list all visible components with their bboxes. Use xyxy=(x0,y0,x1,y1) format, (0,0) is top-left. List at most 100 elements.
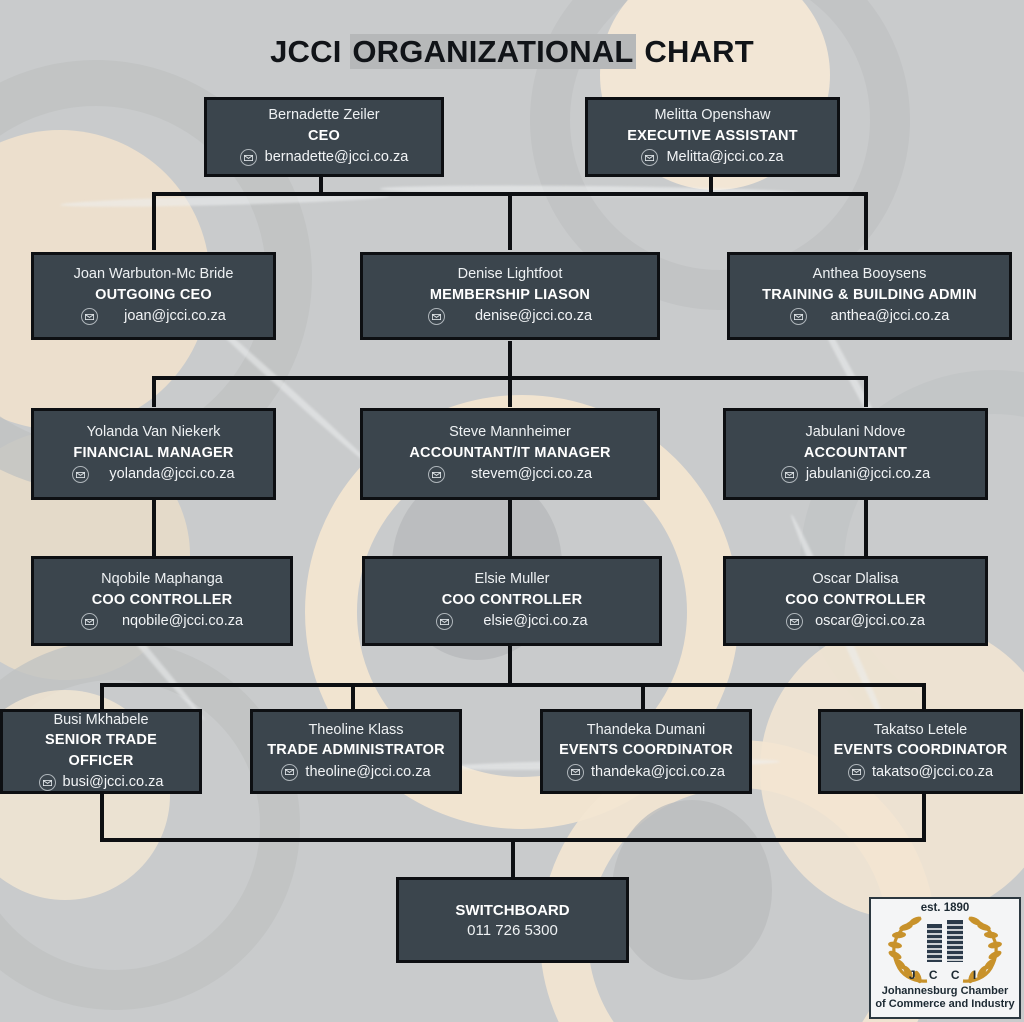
node-accountant-it-manager[interactable]: Steve Mannheimer ACCOUNTANT/IT MANAGER s… xyxy=(360,408,660,500)
node-accountant[interactable]: Jabulani Ndove ACCOUNTANT jabulani@jcci.… xyxy=(723,408,988,500)
node-events-coordinator-2-email: takatso@jcci.co.za xyxy=(871,763,994,780)
node-executive-assistant[interactable]: Melitta Openshaw EXECUTIVE ASSISTANT Mel… xyxy=(585,97,840,177)
node-membership-liason[interactable]: Denise Lightfoot MEMBERSHIP LIASON denis… xyxy=(360,252,660,340)
email-icon xyxy=(847,763,865,781)
node-financial-manager-email: yolanda@jcci.co.za xyxy=(109,466,235,483)
node-accountant-title: ACCOUNTANT xyxy=(803,444,908,461)
node-executive-assistant-email-row[interactable]: Melitta@jcci.co.za xyxy=(641,148,784,168)
email-icon xyxy=(80,613,98,631)
node-coo-controller-2-email: elsie@jcci.co.za xyxy=(483,613,588,630)
node-switchboard-title: SWITCHBOARD xyxy=(455,901,570,919)
node-senior-trade-officer-name: Busi Mkhabele xyxy=(53,711,149,728)
node-membership-liason-name: Denise Lightfoot xyxy=(457,266,563,283)
email-icon xyxy=(239,149,257,167)
node-coo-controller-3-title: COO CONTROLLER xyxy=(785,591,926,608)
email-icon xyxy=(427,308,445,326)
node-ceo-name: Bernadette Zeiler xyxy=(268,107,380,124)
page-title-tail: CHART xyxy=(635,34,754,69)
node-events-coordinator-2-title: EVENTS COORDINATOR xyxy=(833,742,1008,759)
node-financial-manager[interactable]: Yolanda Van Niekerk FINANCIAL MANAGER yo… xyxy=(31,408,276,500)
node-membership-liason-title: MEMBERSHIP LIASON xyxy=(429,286,591,303)
node-accountant-name: Jabulani Ndove xyxy=(805,424,906,441)
node-outgoing-ceo-email: joan@jcci.co.za xyxy=(124,308,226,325)
node-membership-liason-email-row[interactable]: denise@jcci.co.za xyxy=(427,307,593,327)
email-icon xyxy=(281,763,299,781)
node-executive-assistant-name: Melitta Openshaw xyxy=(654,107,771,124)
node-coo-controller-2-name: Elsie Muller xyxy=(474,571,550,588)
node-trade-administrator-email: theoline@jcci.co.za xyxy=(305,763,431,780)
node-coo-controller-1-name: Nqobile Maphanga xyxy=(101,571,223,588)
node-coo-controller-1-title: COO CONTROLLER xyxy=(91,591,233,608)
node-coo-controller-1-email: nqobile@jcci.co.za xyxy=(121,613,244,630)
node-outgoing-ceo[interactable]: Joan Warbuton-Mc Bride OUTGOING CEO joan… xyxy=(31,252,276,340)
email-icon xyxy=(427,466,445,484)
node-accountant-it-manager-email-row[interactable]: stevem@jcci.co.za xyxy=(427,465,593,485)
node-accountant-it-manager-title: ACCOUNTANT/IT MANAGER xyxy=(409,444,611,461)
node-trade-administrator-email-row[interactable]: theoline@jcci.co.za xyxy=(281,763,431,783)
logo-established: est. 1890 xyxy=(920,902,970,914)
node-senior-trade-officer-title: SENIOR TRADE OFFICER xyxy=(45,732,157,769)
node-coo-controller-2-email-row[interactable]: elsie@jcci.co.za xyxy=(436,612,588,632)
node-senior-trade-officer[interactable]: Busi Mkhabele SENIOR TRADE OFFICER busi@… xyxy=(0,709,202,794)
node-financial-manager-title: FINANCIAL MANAGER xyxy=(73,444,234,461)
logo-acronym: J C C I xyxy=(908,968,982,982)
jcci-logo: est. 1890 xyxy=(869,897,1021,1019)
node-accountant-it-manager-email: stevem@jcci.co.za xyxy=(470,466,593,483)
logo-crest: J C C I xyxy=(877,912,1013,984)
node-switchboard[interactable]: SWITCHBOARD 011 726 5300 xyxy=(396,877,629,963)
node-ceo-email: bernadette@jcci.co.za xyxy=(264,149,409,166)
node-outgoing-ceo-name: Joan Warbuton-Mc Bride xyxy=(73,266,234,283)
page-title: JCCI ORGANIZATIONAL CHART xyxy=(270,34,754,70)
node-coo-controller-3-email-row[interactable]: oscar@jcci.co.za xyxy=(786,612,925,632)
node-financial-manager-email-row[interactable]: yolanda@jcci.co.za xyxy=(72,465,235,485)
node-executive-assistant-email: Melitta@jcci.co.za xyxy=(666,149,784,166)
node-events-coordinator-1[interactable]: Thandeka Dumani EVENTS COORDINATOR thand… xyxy=(540,709,752,794)
page-title-lead: JCCI xyxy=(270,34,351,69)
email-icon xyxy=(81,308,99,326)
node-financial-manager-name: Yolanda Van Niekerk xyxy=(86,424,221,441)
node-senior-trade-officer-email-row[interactable]: busi@jcci.co.za xyxy=(38,773,164,793)
node-coo-controller-3[interactable]: Oscar Dlalisa COO CONTROLLER oscar@jcci.… xyxy=(723,556,988,646)
email-icon xyxy=(566,763,584,781)
node-events-coordinator-1-email-row[interactable]: thandeka@jcci.co.za xyxy=(566,763,725,783)
node-accountant-it-manager-name: Steve Mannheimer xyxy=(449,424,571,441)
node-accountant-email: jabulani@jcci.co.za xyxy=(805,466,931,483)
email-icon xyxy=(786,613,804,631)
node-switchboard-number: 011 726 5300 xyxy=(467,921,558,939)
node-trade-administrator-name: Theoline Klass xyxy=(308,721,404,738)
node-membership-liason-email: denise@jcci.co.za xyxy=(474,308,593,325)
node-events-coordinator-2-name: Takatso Letele xyxy=(873,721,968,738)
node-senior-trade-officer-email: busi@jcci.co.za xyxy=(62,773,164,790)
node-outgoing-ceo-title: OUTGOING CEO xyxy=(95,286,212,303)
node-trade-administrator-title: TRADE ADMINISTRATOR xyxy=(267,742,445,759)
email-icon xyxy=(641,149,659,167)
node-training-building-admin-email-row[interactable]: anthea@jcci.co.za xyxy=(789,307,950,327)
node-ceo[interactable]: Bernadette Zeiler CEO bernadette@jcci.co… xyxy=(204,97,444,177)
node-training-building-admin-title: TRAINING & BUILDING ADMIN xyxy=(762,286,977,303)
bg-blob-gray-bottomcenter xyxy=(612,800,772,980)
node-training-building-admin[interactable]: Anthea Booysens TRAINING & BUILDING ADMI… xyxy=(727,252,1012,340)
node-events-coordinator-1-email: thandeka@jcci.co.za xyxy=(590,763,725,780)
node-events-coordinator-2-email-row[interactable]: takatso@jcci.co.za xyxy=(847,763,994,783)
node-coo-controller-2-title: COO CONTROLLER xyxy=(441,591,583,608)
node-events-coordinator-1-title: EVENTS COORDINATOR xyxy=(559,742,733,759)
node-events-coordinator-1-name: Thandeka Dumani xyxy=(586,721,706,738)
node-training-building-admin-email: anthea@jcci.co.za xyxy=(830,308,950,325)
node-trade-administrator[interactable]: Theoline Klass TRADE ADMINISTRATOR theol… xyxy=(250,709,462,794)
node-coo-controller-1[interactable]: Nqobile Maphanga COO CONTROLLER nqobile@… xyxy=(31,556,293,646)
node-coo-controller-3-email: oscar@jcci.co.za xyxy=(815,613,925,630)
node-events-coordinator-2[interactable]: Takatso Letele EVENTS COORDINATOR takats… xyxy=(818,709,1023,794)
node-ceo-email-row[interactable]: bernadette@jcci.co.za xyxy=(239,148,409,168)
email-icon xyxy=(38,774,56,792)
email-icon xyxy=(436,613,454,631)
page-title-container: JCCI ORGANIZATIONAL CHART xyxy=(0,34,1024,70)
node-coo-controller-2[interactable]: Elsie Muller COO CONTROLLER elsie@jcci.c… xyxy=(362,556,662,646)
node-coo-controller-1-email-row[interactable]: nqobile@jcci.co.za xyxy=(80,612,244,632)
node-accountant-email-row[interactable]: jabulani@jcci.co.za xyxy=(780,465,931,485)
email-icon xyxy=(789,308,807,326)
email-icon xyxy=(72,466,90,484)
logo-line-2: of Commerce and Industry xyxy=(875,998,1015,1011)
node-outgoing-ceo-email-row[interactable]: joan@jcci.co.za xyxy=(81,307,226,327)
